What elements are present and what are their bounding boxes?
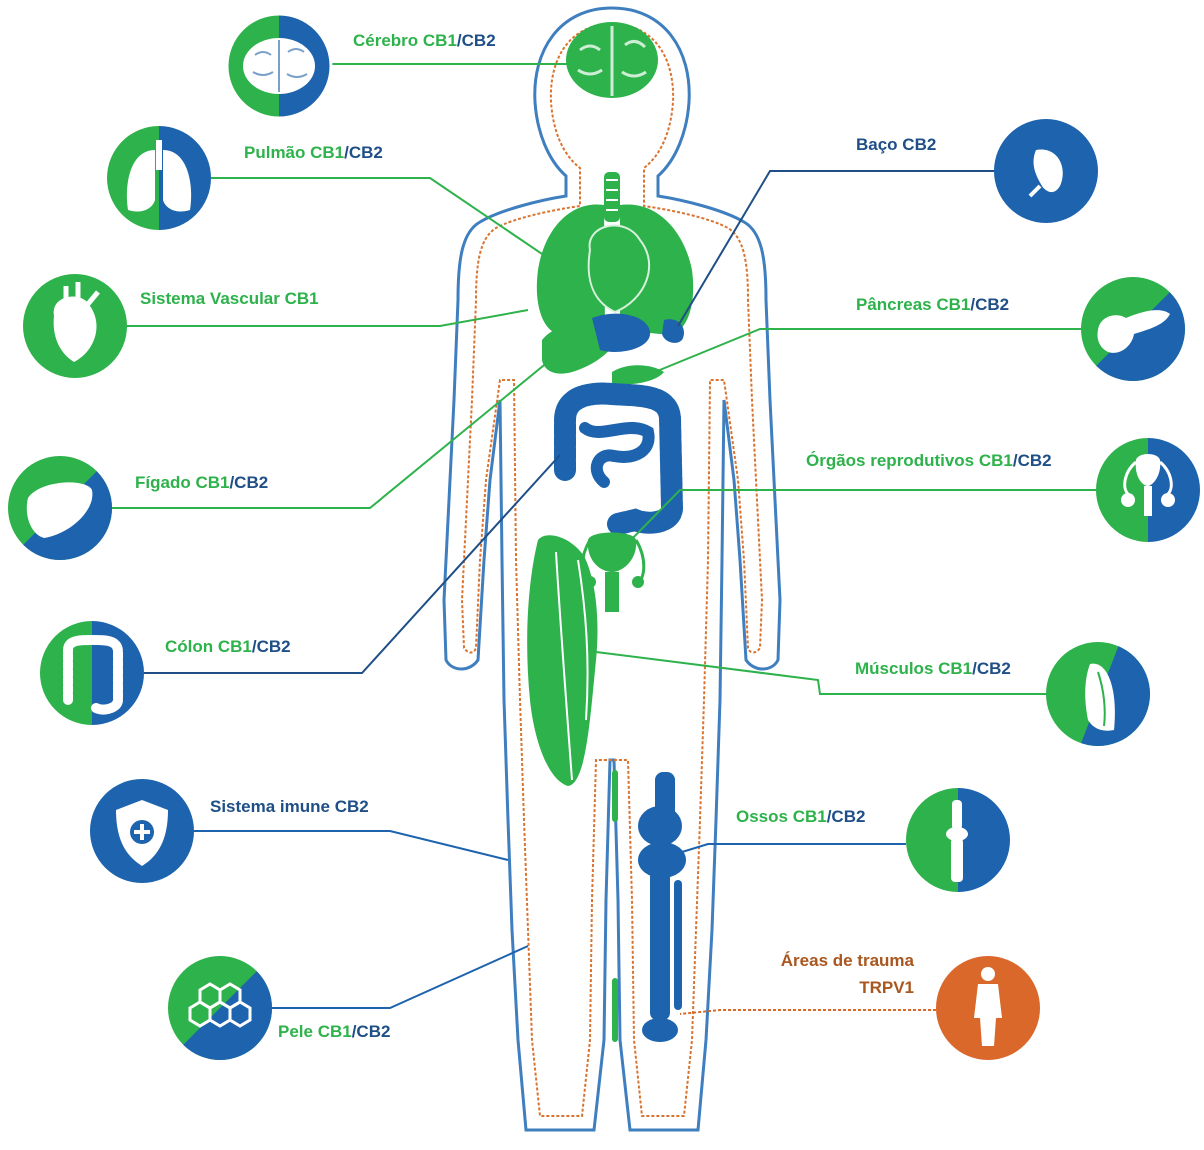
lungs-icon: [107, 126, 211, 230]
connector-orgaos: [626, 490, 1096, 545]
connector-pele: [272, 946, 528, 1008]
trachea-organ: [604, 172, 620, 222]
label-ossos: Ossos CB1/CB2: [736, 807, 865, 826]
connector-pulmao: [211, 178, 548, 258]
pancreas-icon: [1081, 277, 1185, 381]
label-pele: Pele CB1/CB2: [278, 1022, 390, 1041]
label-orgaos: Órgãos reprodutivos CB1/CB2: [806, 451, 1052, 470]
connector-pancreas: [650, 329, 1081, 374]
label-trauma-line2: TRPV1: [859, 978, 914, 997]
label-pancreas: Pâncreas CB1/CB2: [856, 295, 1009, 314]
label-imune: Sistema imune CB2: [210, 797, 369, 816]
reproductive-organs-icon: [1096, 438, 1200, 542]
connector-trauma: [680, 1010, 936, 1014]
bone-icon: [906, 788, 1010, 892]
label-musculos: Músculos CB1/CB2: [855, 659, 1011, 678]
colon-organ: [565, 394, 672, 524]
heart-icon: [23, 274, 127, 378]
label-trauma-line1: Áreas de trauma: [781, 951, 915, 970]
label-figado: Fígado CB1/CB2: [135, 473, 268, 492]
spleen-icon: [994, 119, 1098, 223]
label-cerebro: Cérebro CB1/CB2: [353, 31, 496, 50]
pancreas-organ: [612, 365, 664, 384]
immune-shield-icon: [90, 779, 194, 883]
colon-icon: [40, 621, 144, 725]
liver-icon: [8, 456, 112, 560]
label-baco: Baço CB2: [856, 135, 936, 154]
connector-vascular: [127, 310, 528, 326]
connector-imune: [194, 831, 508, 860]
leg-bone-organ: [638, 772, 686, 1042]
label-vascular: Sistema Vascular CB1: [140, 289, 319, 308]
label-colon: Cólon CB1/CB2: [165, 637, 291, 656]
human-figure-icon: [936, 956, 1040, 1060]
label-pulmao: Pulmão CB1/CB2: [244, 143, 383, 162]
skin-cells-icon: [168, 956, 272, 1060]
muscle-icon: [1046, 642, 1150, 746]
thigh-muscle-organ: [527, 535, 597, 786]
brain-organ: [566, 22, 658, 98]
brain-icon: [227, 14, 331, 118]
